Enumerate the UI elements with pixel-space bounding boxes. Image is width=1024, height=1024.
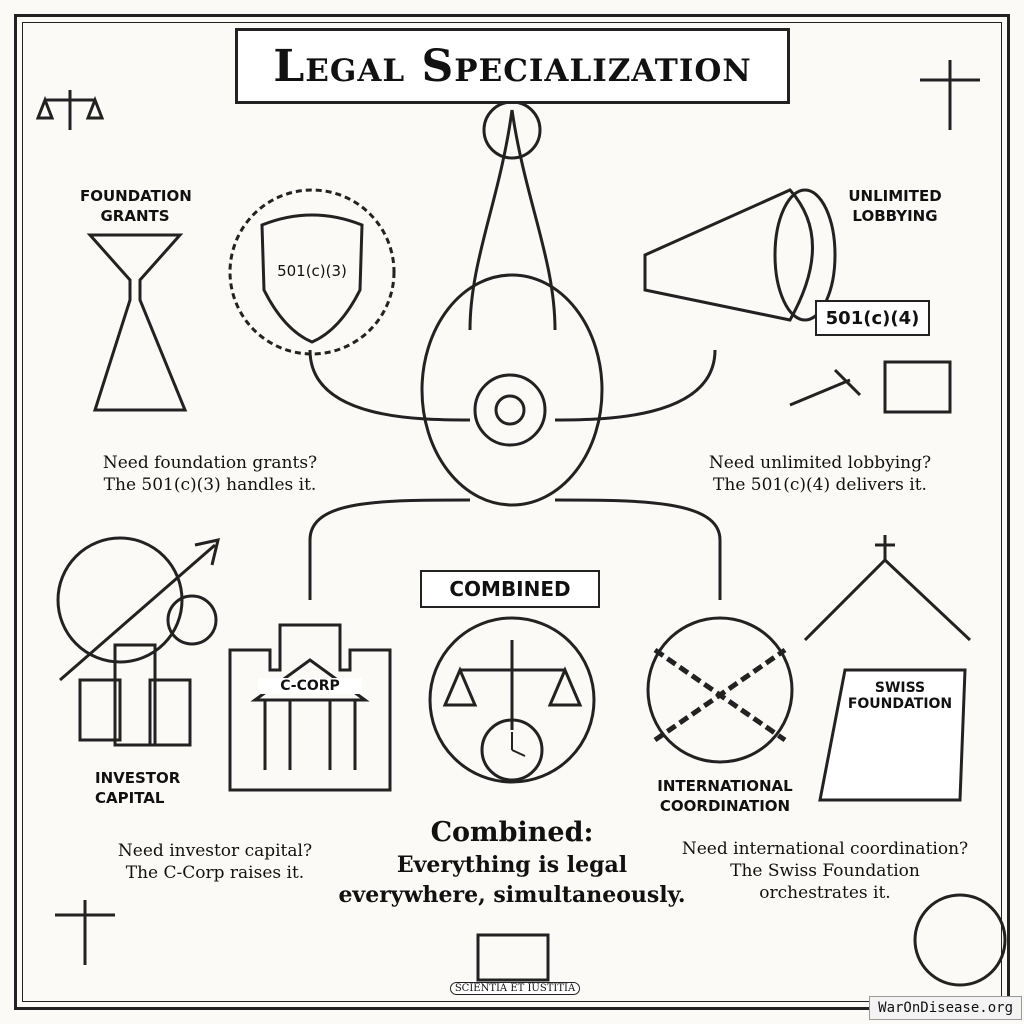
document-scroll-icon bbox=[818, 668, 967, 802]
mountain-icon bbox=[803, 557, 972, 642]
large-gear-icon bbox=[56, 536, 184, 664]
pipes-upper bbox=[308, 349, 717, 422]
ornamental-frame bbox=[14, 14, 1010, 1010]
international-text-2: The Swiss Foundation bbox=[730, 861, 920, 881]
foundation-text-2: The 501(c)(3) handles it. bbox=[103, 475, 317, 495]
combined-line-2: everywhere, simultaneously. bbox=[338, 882, 686, 908]
scales-of-justice-icon bbox=[442, 640, 583, 730]
international-caption: INTERNATIONAL COORDINATION bbox=[657, 777, 793, 815]
tree-trunk bbox=[468, 109, 557, 331]
chained-globe-icon bbox=[646, 616, 794, 764]
badge-501c4: 501(c)(4) bbox=[815, 300, 930, 336]
motto-ribbon: SCIENTIA ET IUSTITIA bbox=[450, 982, 580, 995]
investor-text-2: The C-Corp raises it. bbox=[125, 863, 305, 883]
international-text-3: orchestrates it. bbox=[759, 883, 891, 903]
gear-icon bbox=[473, 373, 547, 447]
megaphone-icon bbox=[643, 188, 814, 322]
thorn-wreath-icon bbox=[228, 188, 396, 356]
flask-funnel-icon bbox=[86, 233, 188, 412]
lobbying-caption: UNLIMITED LOBBYING bbox=[848, 187, 942, 225]
corner-scales-icon-bottom bbox=[55, 900, 115, 965]
lobbying-text-1: Need unlimited lobbying? bbox=[708, 453, 932, 473]
page-title: Legal Specialization bbox=[235, 28, 790, 104]
combined-heading: Combined: bbox=[430, 817, 594, 848]
c-corp-sign: C-CORP bbox=[258, 678, 362, 694]
combined-bulb bbox=[428, 616, 596, 784]
heart-gears-icon bbox=[420, 273, 604, 507]
watermark-link[interactable]: WarOnDisease.org bbox=[869, 996, 1022, 1020]
investor-capital-caption: INVESTOR CAPITAL bbox=[95, 769, 181, 807]
gavel-icon bbox=[789, 368, 862, 407]
castle-icon bbox=[228, 623, 392, 792]
international-text-1: Need international coordination? bbox=[681, 839, 969, 859]
ballot-box-icon bbox=[883, 360, 952, 414]
corner-gear-icon bbox=[913, 893, 1007, 987]
foundation-grants-caption: FOUNDATION GRANTS bbox=[80, 187, 192, 225]
pipes-lower bbox=[308, 498, 722, 600]
shield-icon bbox=[260, 213, 364, 344]
open-book-icon bbox=[476, 933, 550, 982]
badge-501c3: 501(c)(3) bbox=[277, 262, 347, 280]
combined-ribbon: COMBINED bbox=[420, 570, 600, 608]
clock-icon bbox=[480, 718, 544, 782]
coin-stack-icon bbox=[78, 678, 122, 742]
combined-line-1: Everything is legal bbox=[396, 852, 628, 878]
foundation-text-1: Need foundation grants? bbox=[102, 453, 318, 473]
growth-arrow-icon bbox=[59, 538, 221, 682]
corner-scales-icon-right bbox=[920, 60, 980, 130]
swiss-foundation-scroll: SWISS FOUNDATION bbox=[847, 680, 953, 712]
corner-scales-icon bbox=[35, 90, 105, 130]
lobbying-text-2: The 501(c)(4) delivers it. bbox=[713, 475, 927, 495]
investor-text-1: Need investor capital? bbox=[117, 841, 313, 861]
